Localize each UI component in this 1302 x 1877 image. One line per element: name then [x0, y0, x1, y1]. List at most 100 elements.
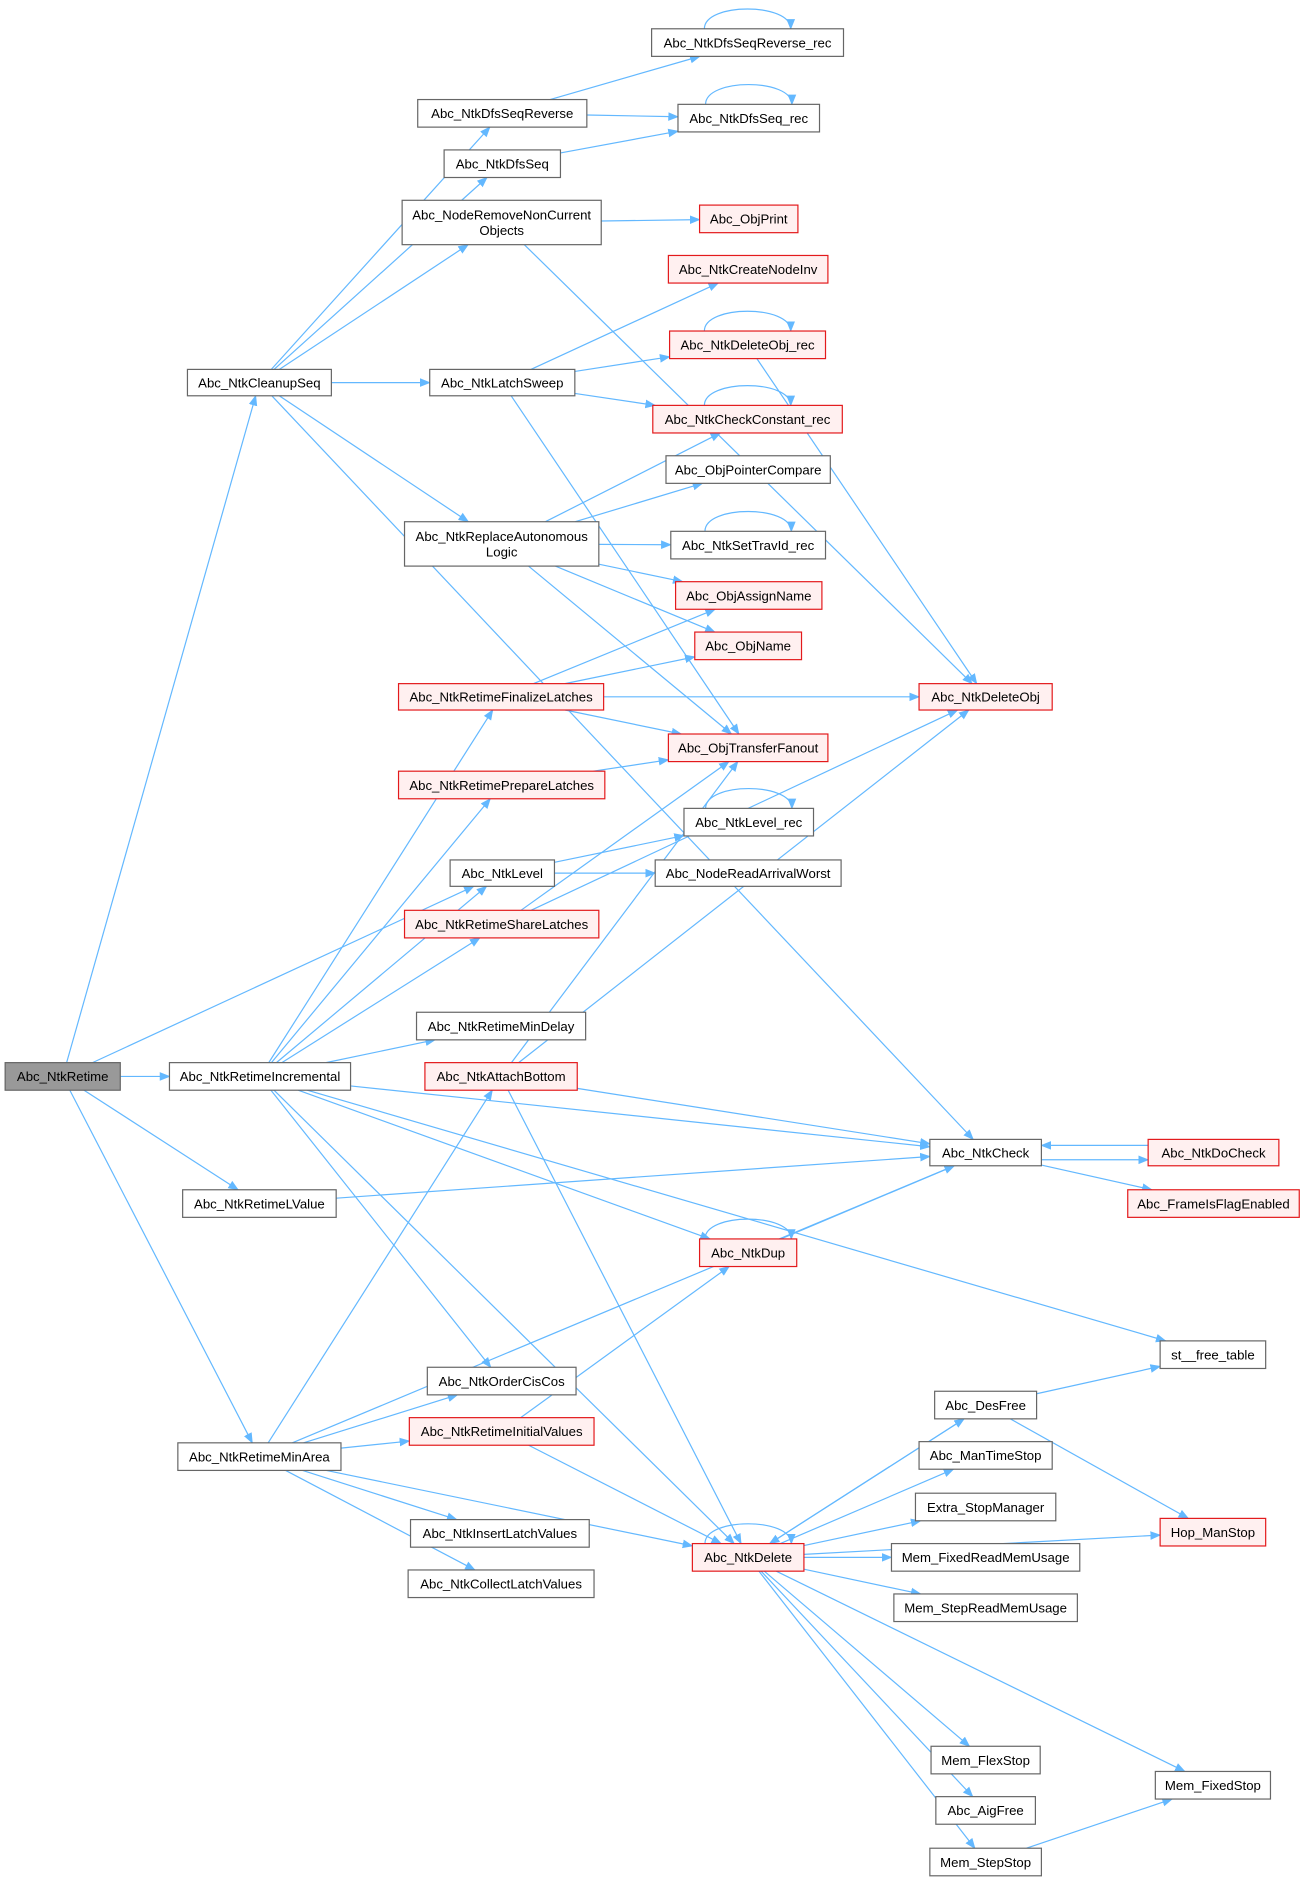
edge-0-2 — [83, 1089, 239, 1191]
node-abc-ntklevel-rec[interactable]: Abc_NtkLevel_rec — [683, 807, 815, 837]
node-abc-objpointercompare[interactable]: Abc_ObjPointerCompare — [665, 455, 831, 484]
self-loop-edge — [704, 83, 797, 106]
node-abc-ntkcheck[interactable]: Abc_NtkCheck — [929, 1138, 1042, 1167]
edge-0-4 — [66, 394, 258, 1063]
node-abc-ntkretime[interactable]: Abc_NtkRetime — [4, 1062, 121, 1091]
node-box — [426, 1366, 577, 1396]
node-box — [403, 521, 600, 567]
edges-layer — [66, 8, 1190, 1850]
edge-1-34 — [273, 1089, 735, 1545]
node-abc-ntkdfsseqreverse[interactable]: Abc_NtkDfsSeqReverse — [417, 98, 588, 128]
edge-33-36 — [780, 1165, 956, 1240]
node-abc-ntkretimemindelay[interactable]: Abc_NtkRetimeMinDelay — [415, 1011, 587, 1041]
node-abc-ntkcollectlatchvalues[interactable]: Abc_NtkCollectLatchValues — [407, 1569, 595, 1599]
edge-3-17 — [340, 1437, 411, 1449]
node-abc-mantimestop[interactable]: Abc_ManTimeStop — [918, 1441, 1053, 1470]
node-abc-ntkcreatenodeinv[interactable]: Abc_NtkCreateNodeInv — [667, 254, 829, 284]
node-label: Abc_NodeRemoveNonCurrent — [412, 207, 591, 222]
node-label: Abc_NtkCheckConstant_rec — [665, 412, 831, 427]
node-box — [667, 254, 829, 284]
node-abc-ntkdup[interactable]: Abc_NtkDup — [698, 1238, 798, 1268]
node-abc-objprint[interactable]: Abc_ObjPrint — [698, 204, 799, 234]
edge-9-26 — [575, 482, 704, 523]
node-label: Abc_NtkRetimeMinArea — [189, 1449, 330, 1464]
node-extra-stopmanager[interactable]: Extra_StopManager — [914, 1492, 1057, 1522]
node-abc-ntkdeleteobj-rec[interactable]: Abc_NtkDeleteObj_rec — [668, 330, 827, 360]
self-loop-edge — [704, 1523, 796, 1545]
self-loop-edge — [704, 787, 797, 810]
node-box — [918, 1441, 1053, 1470]
node-mem-fixedstop[interactable]: Mem_FixedStop — [1154, 1770, 1272, 1800]
node-label: Abc_NtkDoCheck — [1161, 1145, 1265, 1160]
node-abc-ntkretimepreparelatches[interactable]: Abc_NtkRetimePrepareLatches — [397, 770, 606, 800]
node-abc-objtransferfanout[interactable]: Abc_ObjTransferFanout — [667, 733, 829, 763]
node-label: Objects — [479, 223, 524, 238]
node-box — [665, 455, 831, 484]
self-loop-edge — [704, 1218, 796, 1241]
node-label: Abc_NtkSetTravId_rec — [682, 538, 815, 553]
node-abc-ntkretimeinitialvalues[interactable]: Abc_NtkRetimeInitialValues — [408, 1417, 595, 1446]
node-box — [1159, 1340, 1267, 1370]
node-box — [403, 909, 600, 939]
node-abc-ntksettravid-rec[interactable]: Abc_NtkSetTravId_rec — [670, 530, 827, 560]
node-mem-stepstop[interactable]: Mem_StepStop — [929, 1847, 1042, 1877]
node-abc-ntkretimeminarea[interactable]: Abc_NtkRetimeMinArea — [177, 1442, 342, 1472]
node-abc-frameisflagenabled[interactable]: Abc_FrameIsFlagEnabled — [1127, 1189, 1300, 1218]
node-abc-ntkcheckconstant-rec[interactable]: Abc_NtkCheckConstant_rec — [652, 404, 843, 434]
node-label: Abc_NtkRetimeMinDelay — [428, 1019, 575, 1034]
edge-1-13 — [281, 937, 481, 1064]
node-abc-ntkattachbottom[interactable]: Abc_NtkAttachBottom — [424, 1062, 578, 1091]
edge-9-28 — [598, 563, 684, 584]
node-label: Abc_NtkDfsSeq — [456, 157, 549, 172]
edge-9-29 — [555, 565, 716, 633]
node-box — [397, 770, 606, 800]
node-abc-ntkretimesharelatches[interactable]: Abc_NtkRetimeShareLatches — [403, 909, 600, 939]
edge-36-38 — [1041, 1164, 1153, 1192]
node-label: Abc_ObjAssignName — [686, 588, 811, 603]
node-label: Abc_NodeReadArrivalWorst — [666, 866, 831, 881]
edge-8-23 — [530, 282, 720, 370]
edge-10-28 — [533, 608, 717, 685]
node-st--free-table[interactable]: st__free_table — [1159, 1340, 1267, 1370]
node-abc-ntkcleanupseq[interactable]: Abc_NtkCleanupSeq — [186, 368, 332, 397]
node-mem-flexstop[interactable]: Mem_FlexStop — [930, 1745, 1041, 1775]
node-abc-ntklatchsweep[interactable]: Abc_NtkLatchSweep — [429, 368, 576, 397]
node-box — [650, 28, 845, 57]
node-abc-ntkinsertlatchvalues[interactable]: Abc_NtkInsertLatchValues — [409, 1518, 590, 1548]
node-label: Abc_NtkRetimeLValue — [194, 1196, 325, 1211]
node-abc-ntkretimelvalue[interactable]: Abc_NtkRetimeLValue — [182, 1189, 337, 1218]
node-abc-ntkdelete[interactable]: Abc_NtkDelete — [691, 1542, 805, 1572]
node-hop-manstop[interactable]: Hop_ManStop — [1159, 1517, 1267, 1547]
node-label: Abc_NtkCheck — [942, 1145, 1030, 1160]
edge-34-46 — [763, 1570, 971, 1747]
node-abc-desfree[interactable]: Abc_DesFree — [934, 1390, 1038, 1420]
node-abc-ntkdfsseq[interactable]: Abc_NtkDfsSeq — [443, 149, 562, 179]
node-box — [893, 1593, 1078, 1623]
node-mem-fixedreadmemusage[interactable]: Mem_FixedReadMemUsage — [890, 1542, 1081, 1572]
node-box — [691, 1542, 805, 1572]
node-abc-aigfree[interactable]: Abc_AigFree — [935, 1796, 1036, 1825]
node-abc-ntkdocheck[interactable]: Abc_NtkDoCheck — [1147, 1138, 1280, 1167]
edge-5-21 — [586, 112, 680, 121]
node-abc-objassignname[interactable]: Abc_ObjAssignName — [674, 581, 823, 610]
edge-6-21 — [560, 128, 680, 154]
node-box — [670, 530, 827, 560]
node-box — [1127, 1189, 1300, 1218]
node-abc-ntkretimeincremental[interactable]: Abc_NtkRetimeIncremental — [168, 1062, 352, 1091]
node-abc-ntkretimefinalizelatches[interactable]: Abc_NtkRetimeFinalizeLatches — [397, 683, 605, 711]
edge-8-25 — [574, 392, 657, 409]
node-box — [182, 1189, 337, 1218]
edge-1-10 — [268, 709, 494, 1063]
node-abc-objname[interactable]: Abc_ObjName — [694, 631, 803, 661]
node-abc-ntkdfsseqreverse-rec[interactable]: Abc_NtkDfsSeqReverse_rec — [650, 28, 845, 57]
node-abc-ntkdeleteobj[interactable]: Abc_NtkDeleteObj — [918, 683, 1053, 711]
node-abc-ntklevel[interactable]: Abc_NtkLevel — [449, 859, 556, 887]
node-label: Hop_ManStop — [1171, 1525, 1255, 1540]
node-abc-ntkorderciscos[interactable]: Abc_NtkOrderCisCos — [426, 1366, 577, 1396]
edge-5-20 — [549, 54, 701, 101]
node-abc-nodereadarrivalworst[interactable]: Abc_NodeReadArrivalWorst — [654, 859, 842, 887]
node-abc-ntkdfsseq-rec[interactable]: Abc_NtkDfsSeq_rec — [677, 103, 821, 133]
node-mem-stepreadmemusage[interactable]: Mem_StepReadMemUsage — [893, 1593, 1078, 1623]
